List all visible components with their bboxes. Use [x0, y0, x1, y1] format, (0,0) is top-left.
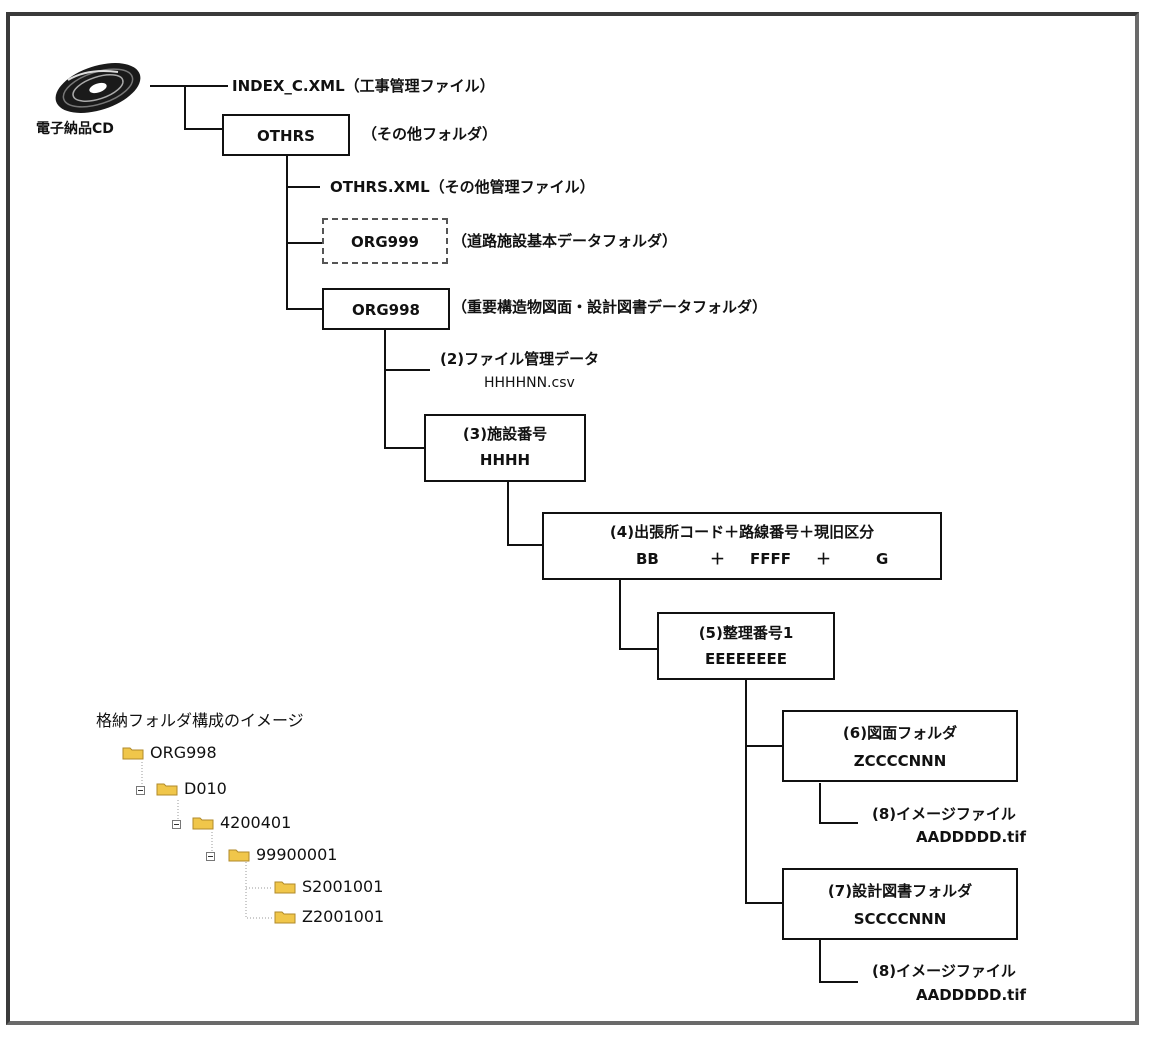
tree-item-label: Z2001001: [302, 907, 385, 926]
tree-item-label: ORG998: [150, 743, 217, 762]
index-file-label: INDEX_C.XML（工事管理ファイル）: [232, 77, 495, 95]
cd-disc-icon: [48, 58, 148, 118]
image-file-1-title: (8)イメージファイル: [872, 805, 1016, 823]
design-folder-code: SCCCCNNN: [853, 910, 947, 928]
org998-folder-name: ORG998: [352, 301, 420, 319]
folder-icon: [156, 783, 178, 796]
collapse-icon[interactable]: [206, 852, 215, 861]
connector-othrs-trunk: [286, 155, 322, 310]
connector-design-image: [819, 940, 858, 983]
othrs-xml-label: OTHRS.XML（その他管理ファイル）: [330, 178, 595, 196]
org999-folder-desc: （道路施設基本データフォルダ）: [452, 232, 678, 250]
disc-label: 電子納品CD: [36, 121, 114, 137]
org998-folder-box: ORG998: [322, 288, 450, 330]
tree-lines: [141, 762, 272, 919]
folder-icon: [274, 911, 296, 924]
othrs-folder-box: OTHRS: [222, 114, 350, 156]
folder-icon: [228, 849, 250, 862]
serial-title: (5)整理番号1: [698, 624, 794, 642]
tree-item-label: S2001001: [302, 877, 384, 896]
collapse-icon[interactable]: [136, 786, 145, 795]
tree-item-label: 4200401: [220, 813, 292, 832]
branch-code-row: BB ＋ FFFF ＋ G: [544, 550, 940, 568]
file-mgmt-file: HHHHNN.csv: [484, 375, 575, 391]
branch-code-bb: BB: [636, 550, 659, 568]
connector-facility-branch: [507, 481, 542, 546]
folder-icon: [192, 817, 214, 830]
image-file-2-name: AADDDDD.tif: [916, 986, 1027, 1004]
branch-box: (4)出張所コード＋路線番号＋現旧区分 BB ＋ FFFF ＋ G: [542, 512, 942, 580]
tree-item-label: D010: [184, 779, 227, 798]
folder-icon: [274, 881, 296, 894]
folder-icon: [122, 747, 144, 760]
facility-title: (3)施設番号: [462, 425, 548, 443]
drawing-folder-code: ZCCCCNNN: [853, 752, 947, 770]
branch-title: (4)出張所コード＋路線番号＋現旧区分: [609, 523, 875, 541]
tree-title: 格納フォルダ構成のイメージ: [96, 711, 304, 730]
drawing-folder-box: (6)図面フォルダ ZCCCCNNN: [782, 710, 1018, 782]
branch-plus-2: ＋: [816, 550, 832, 568]
facility-box: (3)施設番号 HHHH: [424, 414, 586, 482]
connector-branch-serial: [619, 580, 657, 650]
org999-folder-box: ORG999: [322, 218, 448, 264]
connector-disc-othrs: [150, 85, 222, 130]
facility-code: HHHH: [479, 451, 531, 469]
othrs-folder-name: OTHRS: [257, 127, 315, 145]
branch-plus-1: ＋: [710, 550, 726, 568]
branch-code-ffff: FFFF: [750, 550, 791, 568]
collapse-icon[interactable]: [172, 820, 181, 829]
image-file-1-name: AADDDDD.tif: [916, 828, 1027, 846]
design-folder-title: (7)設計図書フォルダ: [827, 882, 973, 900]
othrs-folder-desc: （その他フォルダ）: [362, 125, 498, 143]
org998-folder-desc: （重要構造物図面・設計図書データフォルダ）: [452, 298, 768, 316]
org999-folder-name: ORG999: [351, 233, 419, 251]
drawing-folder-title: (6)図面フォルダ: [842, 724, 958, 742]
file-mgmt-title: (2)ファイル管理データ: [440, 350, 600, 368]
connector-drawing-image: [819, 783, 858, 824]
image-file-2-title: (8)イメージファイル: [872, 962, 1016, 980]
serial-box: (5)整理番号1 EEEEEEEE: [657, 612, 835, 680]
connector-org998-trunk: [384, 330, 424, 449]
serial-code: EEEEEEEE: [705, 650, 787, 668]
branch-code-g: G: [876, 550, 889, 568]
connector-serial-trunk: [745, 679, 782, 904]
design-folder-box: (7)設計図書フォルダ SCCCCNNN: [782, 868, 1018, 940]
tree-item-label: 99900001: [256, 845, 338, 864]
